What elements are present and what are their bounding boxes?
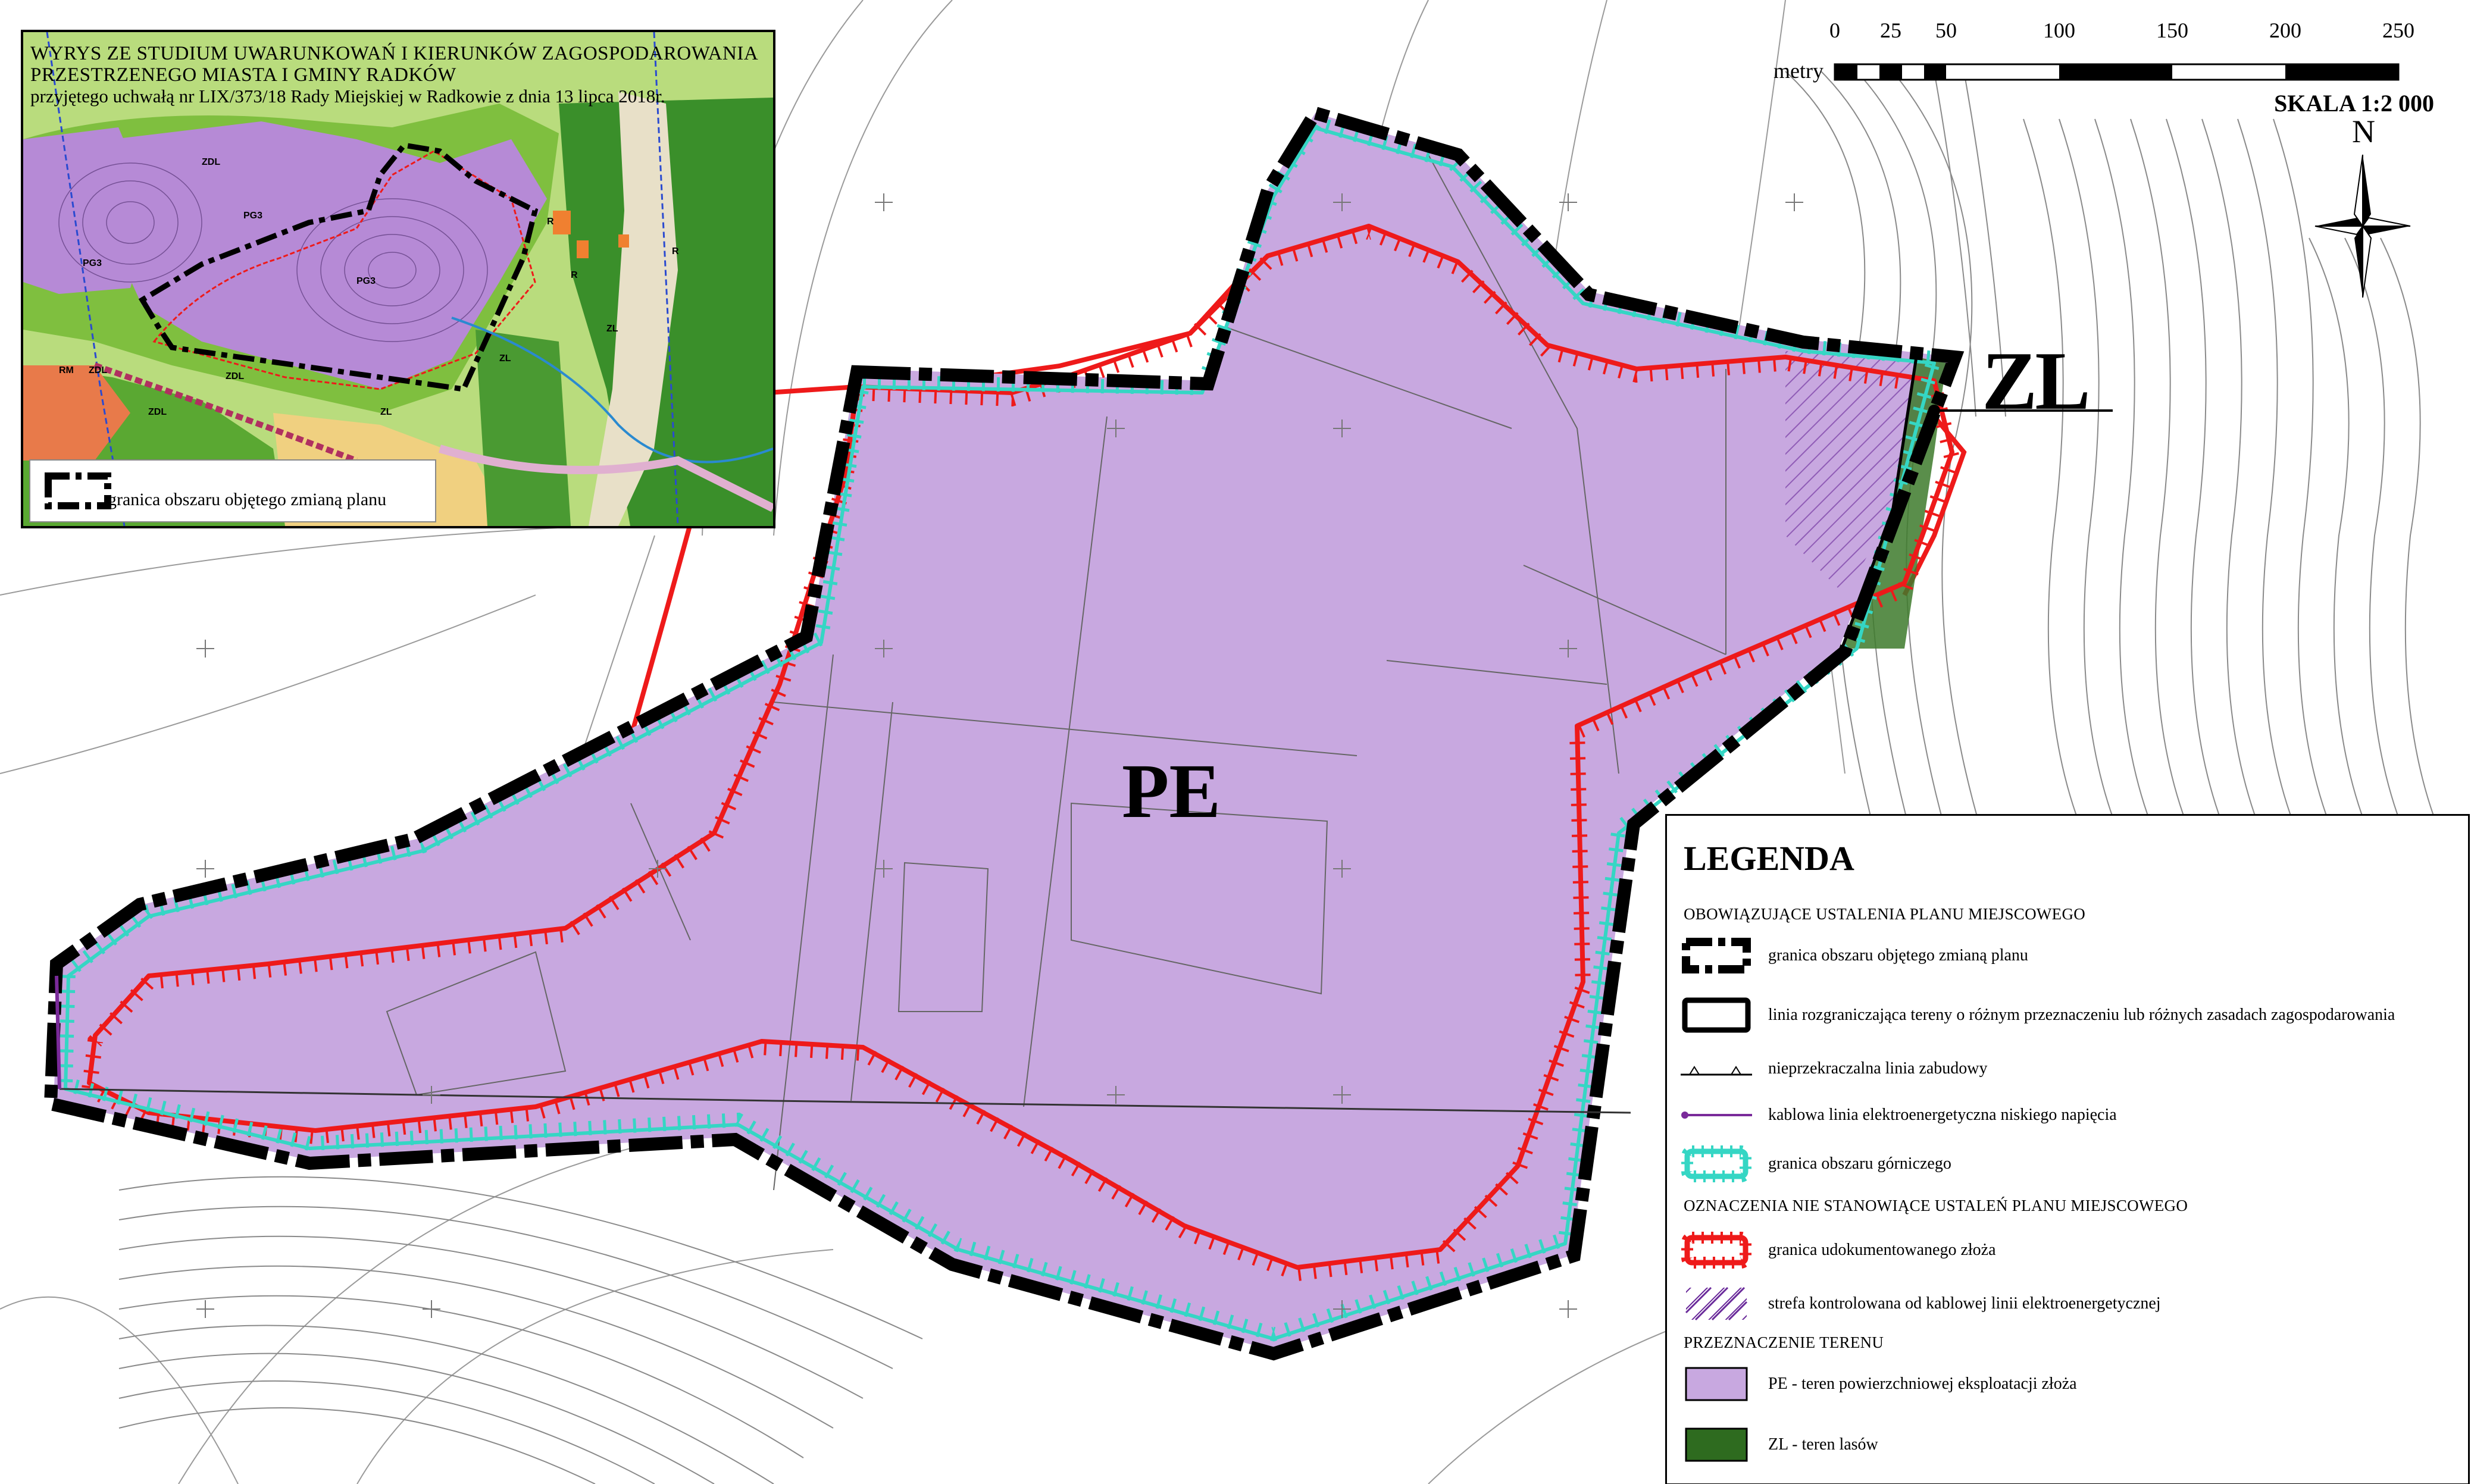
legend-title: LEGENDA bbox=[1684, 839, 1854, 878]
inset-plan-boundary bbox=[138, 142, 539, 392]
inset-label: ZDL bbox=[148, 407, 167, 417]
inset-label: ZDL bbox=[226, 371, 245, 381]
inset-label: R bbox=[547, 217, 554, 227]
zone-label-zl: ZL bbox=[1982, 335, 2091, 427]
inset-label: PG3 bbox=[243, 211, 263, 221]
inset-label: ZDL bbox=[202, 157, 221, 167]
inset-title: WYRYS ZE STUDIUM UWARUNKOWAŃ I KIERUNKÓW… bbox=[30, 43, 766, 107]
mining-boundary-symbol bbox=[1681, 1145, 1751, 1182]
north-label: N bbox=[2352, 114, 2375, 149]
compass-rose-icon bbox=[2314, 154, 2411, 298]
legend-row-building-line: nieprzekraczalna linia zabudowy bbox=[1678, 1048, 1987, 1089]
legend-row-cable-line: kablowa linia elektroenergetyczna niskie… bbox=[1678, 1094, 2117, 1136]
inset-label: ZL bbox=[380, 407, 392, 417]
legend-label: ZL - teren lasów bbox=[1768, 1435, 1878, 1454]
inset-label: RM bbox=[59, 365, 74, 375]
scale-tick: 100 bbox=[2043, 18, 2075, 42]
legend-row-cable-zone: strefa kontrolowana od kablowej linii el… bbox=[1678, 1283, 2161, 1325]
contour-lines-bottom bbox=[118, 1176, 923, 1484]
inset-legend-label: granica obszaru objętego zmianą planu bbox=[108, 490, 387, 509]
legend-section-land-use: PRZEZNACZENIE TERENU bbox=[1684, 1333, 1884, 1351]
scale-unit: metry bbox=[1774, 59, 1823, 83]
cable-line-purple bbox=[55, 975, 61, 1089]
zl-pointer bbox=[1928, 405, 2113, 417]
legend-row-demarcation-line: linia rozgraniczająca tereny o różnym pr… bbox=[1678, 994, 2395, 1036]
plan-boundary-symbol bbox=[1682, 938, 1751, 973]
pe-parcels bbox=[386, 154, 1726, 1191]
legend-row-deposit-boundary: granica udokumentowanego złoża bbox=[1678, 1229, 1996, 1271]
legend-section-binding: OBOWIĄZUJĄCE USTALENIA PLANU MIEJSCOWEGO bbox=[1684, 905, 2086, 923]
plan-boundary bbox=[43, 105, 1965, 1361]
zl-swatch bbox=[1685, 1427, 1748, 1462]
pe-zone bbox=[54, 113, 1952, 1351]
scale-tick: 25 bbox=[1880, 18, 1901, 42]
scale-bar-graphic bbox=[1834, 63, 2400, 81]
inset-label: PG3 bbox=[83, 258, 102, 268]
legend-row-mining-boundary: granica obszaru górniczego bbox=[1678, 1143, 1951, 1185]
legend-label: strefa kontrolowana od kablowej linii el… bbox=[1768, 1294, 2161, 1313]
legend-section-nonbinding: OZNACZENIA NIE STANOWIĄCE USTALEŃ PLANU … bbox=[1684, 1197, 2188, 1214]
inset-title-line1: WYRYS ZE STUDIUM UWARUNKOWAŃ I KIERUNKÓW… bbox=[30, 43, 759, 64]
cable-zone-symbol bbox=[1685, 1286, 1748, 1321]
scale-tick: 250 bbox=[2382, 18, 2414, 42]
cable-line-symbol bbox=[1681, 1112, 1752, 1119]
inset-label: ZDL bbox=[89, 365, 108, 375]
pe-swatch bbox=[1685, 1367, 1748, 1401]
study-extract-inset: WYRYS ZE STUDIUM UWARUNKOWAŃ I KIERUNKÓW… bbox=[21, 30, 775, 528]
scale-ticks: 0 25 50 100 150 200 250 bbox=[1762, 18, 2452, 48]
inset-title-line2: PRZESTRZENEGO MIASTA I GMINY RADKÓW bbox=[30, 64, 456, 86]
scale-bar: 0 25 50 100 150 200 250 metry SKALA 1:2 … bbox=[1762, 12, 2452, 119]
inset-label: R bbox=[672, 246, 679, 256]
zl-boundary bbox=[1840, 356, 1918, 649]
legend-row-plan-boundary: granica obszaru objętego zmianą planu bbox=[1678, 935, 2028, 976]
legend-panel: LEGENDA OBOWIĄZUJĄCE USTALENIA PLANU MIE… bbox=[1665, 814, 2470, 1484]
legend-label: granica obszaru górniczego bbox=[1768, 1154, 1951, 1173]
scale-tick: 200 bbox=[2269, 18, 2301, 42]
legend-row-pe: PE - teren powierzchniowej eksploatacji … bbox=[1678, 1363, 2077, 1405]
legend-label: kablowa linia elektroenergetyczna niskie… bbox=[1768, 1106, 2117, 1124]
grid-crosses bbox=[196, 193, 1803, 1318]
legend-label: nieprzekraczalna linia zabudowy bbox=[1768, 1059, 1988, 1078]
legend-label: granica udokumentowanego złoża bbox=[1768, 1241, 1996, 1259]
inset-title-line3: przyjętego uchwałą nr LIX/373/18 Rady Mi… bbox=[30, 86, 665, 107]
scale-ratio: SKALA 1:2 000 bbox=[2274, 90, 2434, 117]
north-arrow: N bbox=[2309, 113, 2416, 303]
building-line-symbol bbox=[1681, 1066, 1752, 1076]
deposit-boundary-symbol bbox=[1681, 1232, 1751, 1269]
inset-label: ZL bbox=[606, 324, 618, 334]
inset-labels: ZDL PG3 PG3 PG3 ZDL ZL R R R ZL ZDL ZDL … bbox=[23, 32, 773, 526]
legend-label: PE - teren powierzchniowej eksploatacji … bbox=[1768, 1375, 2077, 1393]
legend-label: linia rozgraniczająca tereny o różnym pr… bbox=[1768, 1006, 2395, 1024]
zone-label-pe: PE bbox=[1122, 749, 1221, 834]
scale-tick: 50 bbox=[1935, 18, 1957, 42]
legend-label: granica obszaru objętego zmianą planu bbox=[1768, 946, 2028, 965]
legend-row-zl: ZL - teren lasów bbox=[1678, 1424, 1878, 1466]
inset-legend: granica obszaru objętego zmianą planu bbox=[29, 459, 436, 522]
inset-label: PG3 bbox=[356, 276, 376, 286]
scale-tick: 0 bbox=[1829, 18, 1840, 42]
scale-tick: 150 bbox=[2156, 18, 2188, 42]
cable-zone-hatch bbox=[1785, 351, 1916, 595]
mining-boundary bbox=[64, 126, 1936, 1341]
inset-legend-boundary-symbol bbox=[45, 472, 111, 509]
demarcation-line-symbol bbox=[1682, 997, 1751, 1033]
inset-label: R bbox=[571, 270, 578, 280]
cable-line bbox=[59, 1088, 1631, 1114]
inset-label: ZL bbox=[499, 353, 511, 364]
